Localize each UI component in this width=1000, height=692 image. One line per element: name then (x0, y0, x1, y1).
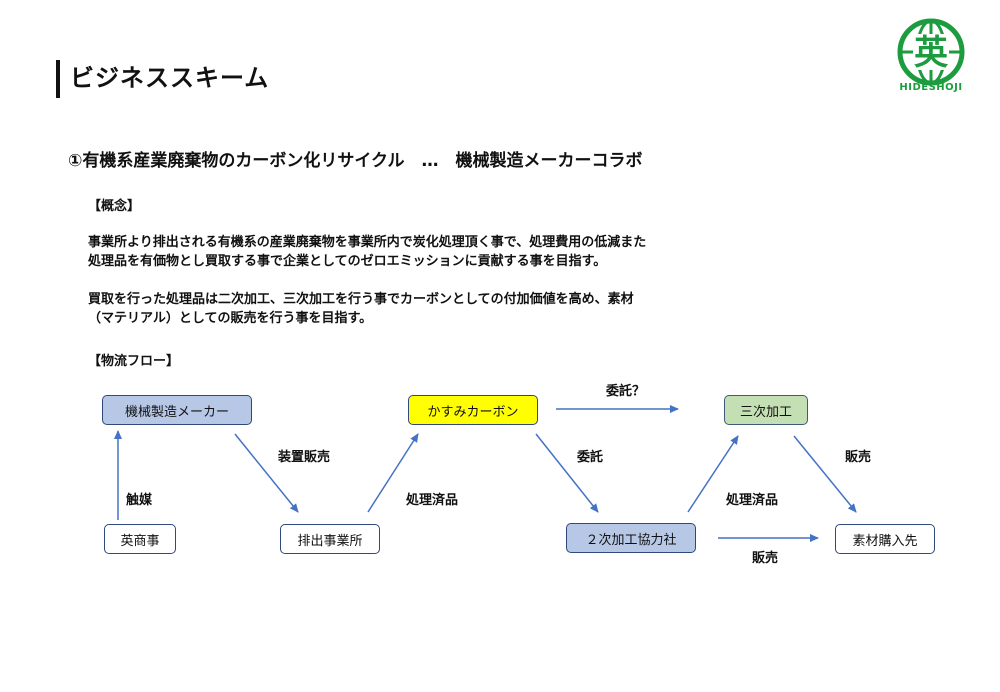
node-eishoji: 英商事 (104, 524, 176, 554)
page-title: ビジネススキーム (70, 64, 270, 92)
arrow-kasumi-to-niji (535, 433, 599, 513)
concept-line-3: 買取を行った処理品は二次加工、三次加工を行う事でカーボンとしての付加価値を高め、… (88, 292, 634, 307)
logo-kanji: 英 (914, 33, 949, 73)
edge-label-equipment-sales: 装置販売 (278, 450, 331, 465)
node-material-buyer: 素材購入先 (835, 524, 935, 554)
edge-label-catalyst: 触媒 (126, 493, 153, 508)
edge-label-itaku: 委託 (577, 450, 604, 465)
flow-heading: 【物流フロー】 (88, 354, 180, 369)
node-secondary-partner: ２次加工協力社 (566, 523, 696, 553)
concept-heading: 【概念】 (88, 199, 141, 214)
edge-label-processed-2: 処理済品 (726, 493, 779, 508)
title-accent-bar (56, 60, 60, 98)
concept-line-2: 処理品を有価物とし買取する事で企業としてのゼロエミッションに貢献する事を目指す。 (88, 254, 607, 269)
arrow-haishutsu-to-kasumi (367, 433, 419, 513)
edge-label-sales-top: 販売 (845, 450, 872, 465)
concept-line-4: （マテリアル）としての販売を行う事を目指す。 (88, 311, 373, 326)
edge-label-sales-bottom: 販売 (752, 551, 779, 566)
edge-label-itaku-question: 委託？ (606, 384, 646, 399)
node-emitting-facility: 排出事業所 (280, 524, 380, 554)
edge-label-processed-1: 処理済品 (406, 493, 459, 508)
arrow-sanji-to-sozai (793, 435, 857, 513)
logo-text: HIDESHOJI (899, 82, 963, 93)
section-subtitle: ①有機系産業廃棄物のカーボン化リサイクル … 機械製造メーカーコラボ (68, 151, 643, 171)
company-logo: 英 (897, 18, 965, 86)
arrow-maker-to-haishutsu (234, 433, 299, 513)
node-machine-maker: 機械製造メーカー (102, 395, 252, 425)
concept-line-1: 事業所より排出される有機系の産業廃棄物を事業所内で炭化処理頂く事で、処理費用の低… (88, 235, 647, 250)
node-tertiary-processing: 三次加工 (724, 395, 808, 425)
arrow-niji-to-sanji (687, 435, 739, 513)
node-kasumi-carbon: かすみカーボン (408, 395, 538, 425)
